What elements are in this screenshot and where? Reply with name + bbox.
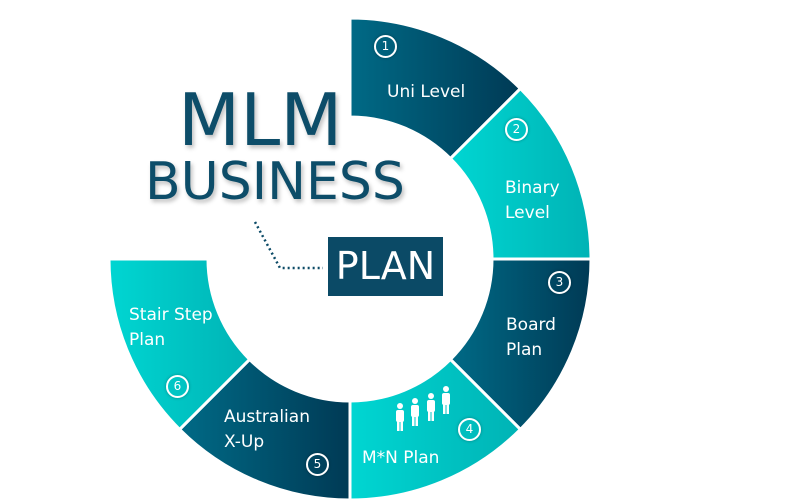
segment-number-6: 6: [166, 375, 189, 398]
title-mlm: MLM: [178, 78, 343, 162]
segment-number-4: 4: [458, 418, 481, 441]
segment-number-2: 2: [505, 118, 528, 141]
segment-label-mn-plan: M*N Plan: [362, 448, 440, 468]
segment-label-board-plan: Board Plan: [506, 315, 556, 360]
connector-dotted-line: [253, 221, 323, 270]
segment-number-5: 5: [306, 453, 329, 476]
segment-number-3: 3: [548, 271, 571, 294]
segment-label-uni-level: Uni Level: [387, 82, 466, 102]
segment-label-australian-x-up: Australian X-Up: [224, 407, 310, 452]
title-business: BUSINESS: [145, 152, 405, 212]
segment-number-1: 1: [374, 35, 397, 58]
segment-stair-step-plan: [107, 257, 252, 432]
segment-label-binary-level: Binary Level: [505, 178, 560, 223]
segment-label-stair-step-plan: Stair Step Plan: [129, 305, 213, 350]
plan-box: PLAN: [328, 237, 443, 296]
people-icon: [396, 386, 450, 431]
segment-m-n-plan: [348, 357, 523, 499]
